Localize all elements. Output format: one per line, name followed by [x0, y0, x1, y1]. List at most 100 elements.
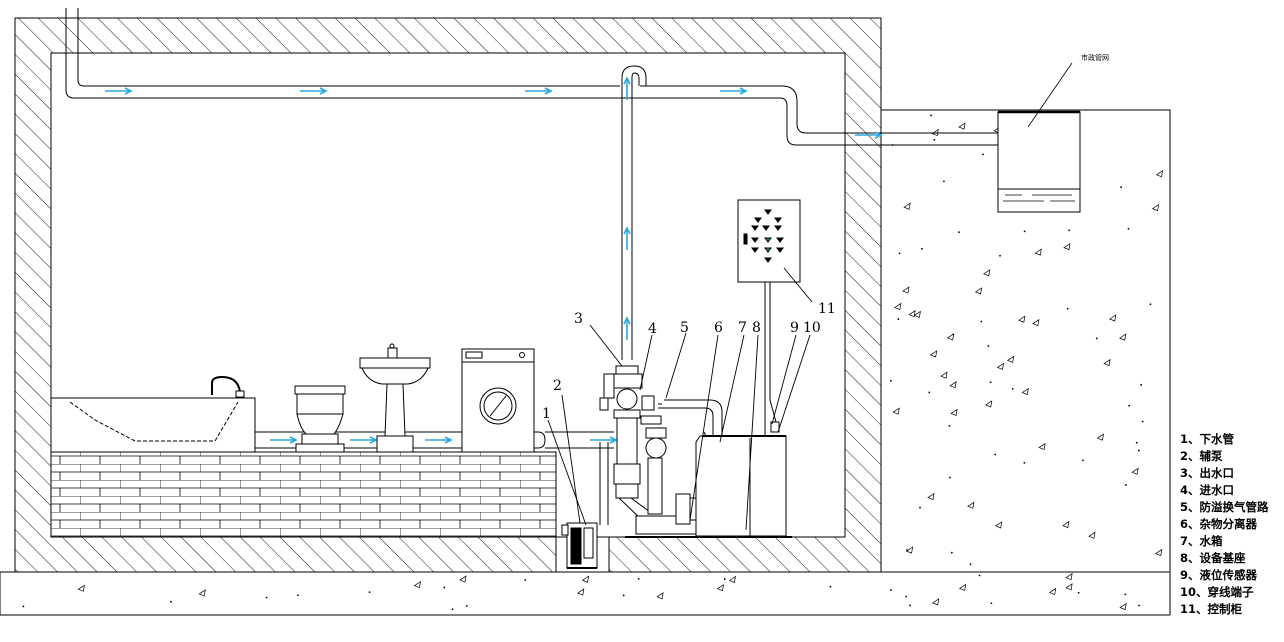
soil-mark — [994, 521, 1003, 529]
soil-mark — [1082, 459, 1084, 462]
legend-item-5: 5、防溢换气管路 — [1180, 500, 1269, 514]
soil-mark — [1088, 531, 1096, 539]
soil-mark — [919, 506, 921, 509]
soil-mark — [999, 254, 1001, 257]
soil-mark — [1023, 461, 1026, 464]
ground-soil — [0, 109, 1171, 616]
soil-mark — [898, 252, 901, 255]
soil-texture — [22, 114, 1164, 611]
soil-mark — [897, 318, 900, 320]
pump-icon — [561, 522, 598, 569]
soil-mark — [902, 286, 910, 294]
callout-9: 9 — [790, 320, 799, 336]
soil-mark — [929, 350, 938, 358]
soil-mark — [1023, 230, 1026, 233]
soil-mark — [1131, 467, 1139, 475]
soil-mark — [1066, 307, 1069, 310]
soil-mark — [1062, 520, 1070, 529]
soil-mark — [728, 575, 736, 583]
brick-platform — [50, 451, 557, 538]
callout-10: 10 — [803, 320, 821, 336]
soil-mark — [967, 501, 975, 509]
soil-mark — [931, 598, 940, 606]
flow-arrow — [623, 226, 631, 250]
bathtub-icon — [50, 375, 256, 453]
soil-mark — [1124, 593, 1127, 596]
soil-mark — [1063, 242, 1071, 251]
soil-mark — [1096, 433, 1104, 441]
soil-mark — [1065, 583, 1073, 591]
washing-machine-icon — [461, 348, 535, 453]
soil-mark — [413, 580, 421, 589]
soil-mark — [1140, 383, 1143, 386]
indicator-lamp — [774, 225, 782, 231]
washbasin-icon — [359, 343, 431, 453]
soil-mark — [894, 302, 902, 311]
flow-arrow — [855, 131, 883, 139]
indicator-lamp — [774, 217, 782, 223]
legend-item-8: 8、设备基座 — [1180, 551, 1246, 565]
soil-mark — [637, 577, 640, 580]
flow-arrow — [720, 87, 748, 95]
municipal-sewer-tank: 市政管网 — [997, 53, 1109, 213]
soil-mark — [1149, 303, 1152, 306]
soil-mark — [1006, 355, 1015, 363]
soil-mark — [524, 579, 527, 581]
flow-arrow — [623, 316, 631, 340]
legend-item-2: 2、辅泵 — [1180, 449, 1223, 463]
soil-mark — [1065, 572, 1073, 581]
soil-mark — [987, 345, 990, 348]
callout-6: 6 — [714, 320, 723, 336]
soil-mark — [577, 588, 585, 596]
soil-mark — [265, 596, 268, 599]
soil-mark — [940, 371, 948, 379]
callout-7: 7 — [738, 320, 747, 336]
soil-mark — [1125, 484, 1127, 486]
soil-mark — [990, 602, 993, 605]
indicator-lamp — [754, 217, 762, 223]
indicator-lamp — [762, 225, 770, 231]
flow-arrow — [623, 76, 631, 100]
soil-mark — [829, 585, 832, 588]
soil-mark — [1011, 388, 1014, 390]
soil-mark — [921, 247, 923, 250]
soil-mark — [368, 591, 371, 594]
control-cabinet-icon — [737, 199, 801, 283]
floor-drain-pipe — [255, 431, 614, 525]
legend-item-9: 9、液位传感器 — [1180, 568, 1258, 582]
municipal-sewer-label: 市政管网 — [1081, 53, 1109, 62]
soil-mark — [903, 202, 911, 210]
flow-arrow — [590, 436, 618, 444]
callout-3: 3 — [574, 311, 583, 327]
indicator-lamp — [751, 225, 759, 231]
legend-item-4: 4、进水口 — [1180, 483, 1234, 497]
callout-11: 11 — [818, 301, 836, 317]
soil-mark — [928, 391, 931, 394]
soil-mark — [982, 269, 991, 277]
callout-2: 2 — [553, 378, 562, 394]
soil-mark — [1021, 387, 1029, 396]
soil-mark — [1018, 315, 1026, 323]
soil-mark — [909, 604, 911, 607]
cabinet-indicators — [751, 209, 784, 263]
soil-mark — [1151, 203, 1160, 212]
soil-mark — [933, 138, 936, 141]
legend-item-11: 11、控制柜 — [1180, 602, 1243, 616]
flow-arrow — [525, 87, 553, 95]
soil-mark — [581, 575, 590, 583]
soil-mark — [984, 400, 993, 408]
soil-mark — [958, 122, 966, 130]
soil-mark — [1138, 604, 1140, 607]
flow-arrow — [105, 87, 133, 95]
soil-mark — [978, 574, 981, 577]
soil-mark — [1032, 318, 1040, 327]
soil-mark — [1095, 337, 1098, 340]
soil-mark — [465, 605, 468, 607]
callout-labels: 1 2 3 4 5 6 7 8 9 10 11 — [542, 301, 836, 422]
soil-mark — [22, 605, 25, 608]
flow-arrows — [105, 76, 883, 444]
soil-mark — [950, 551, 953, 554]
soil-mark — [1103, 358, 1111, 367]
